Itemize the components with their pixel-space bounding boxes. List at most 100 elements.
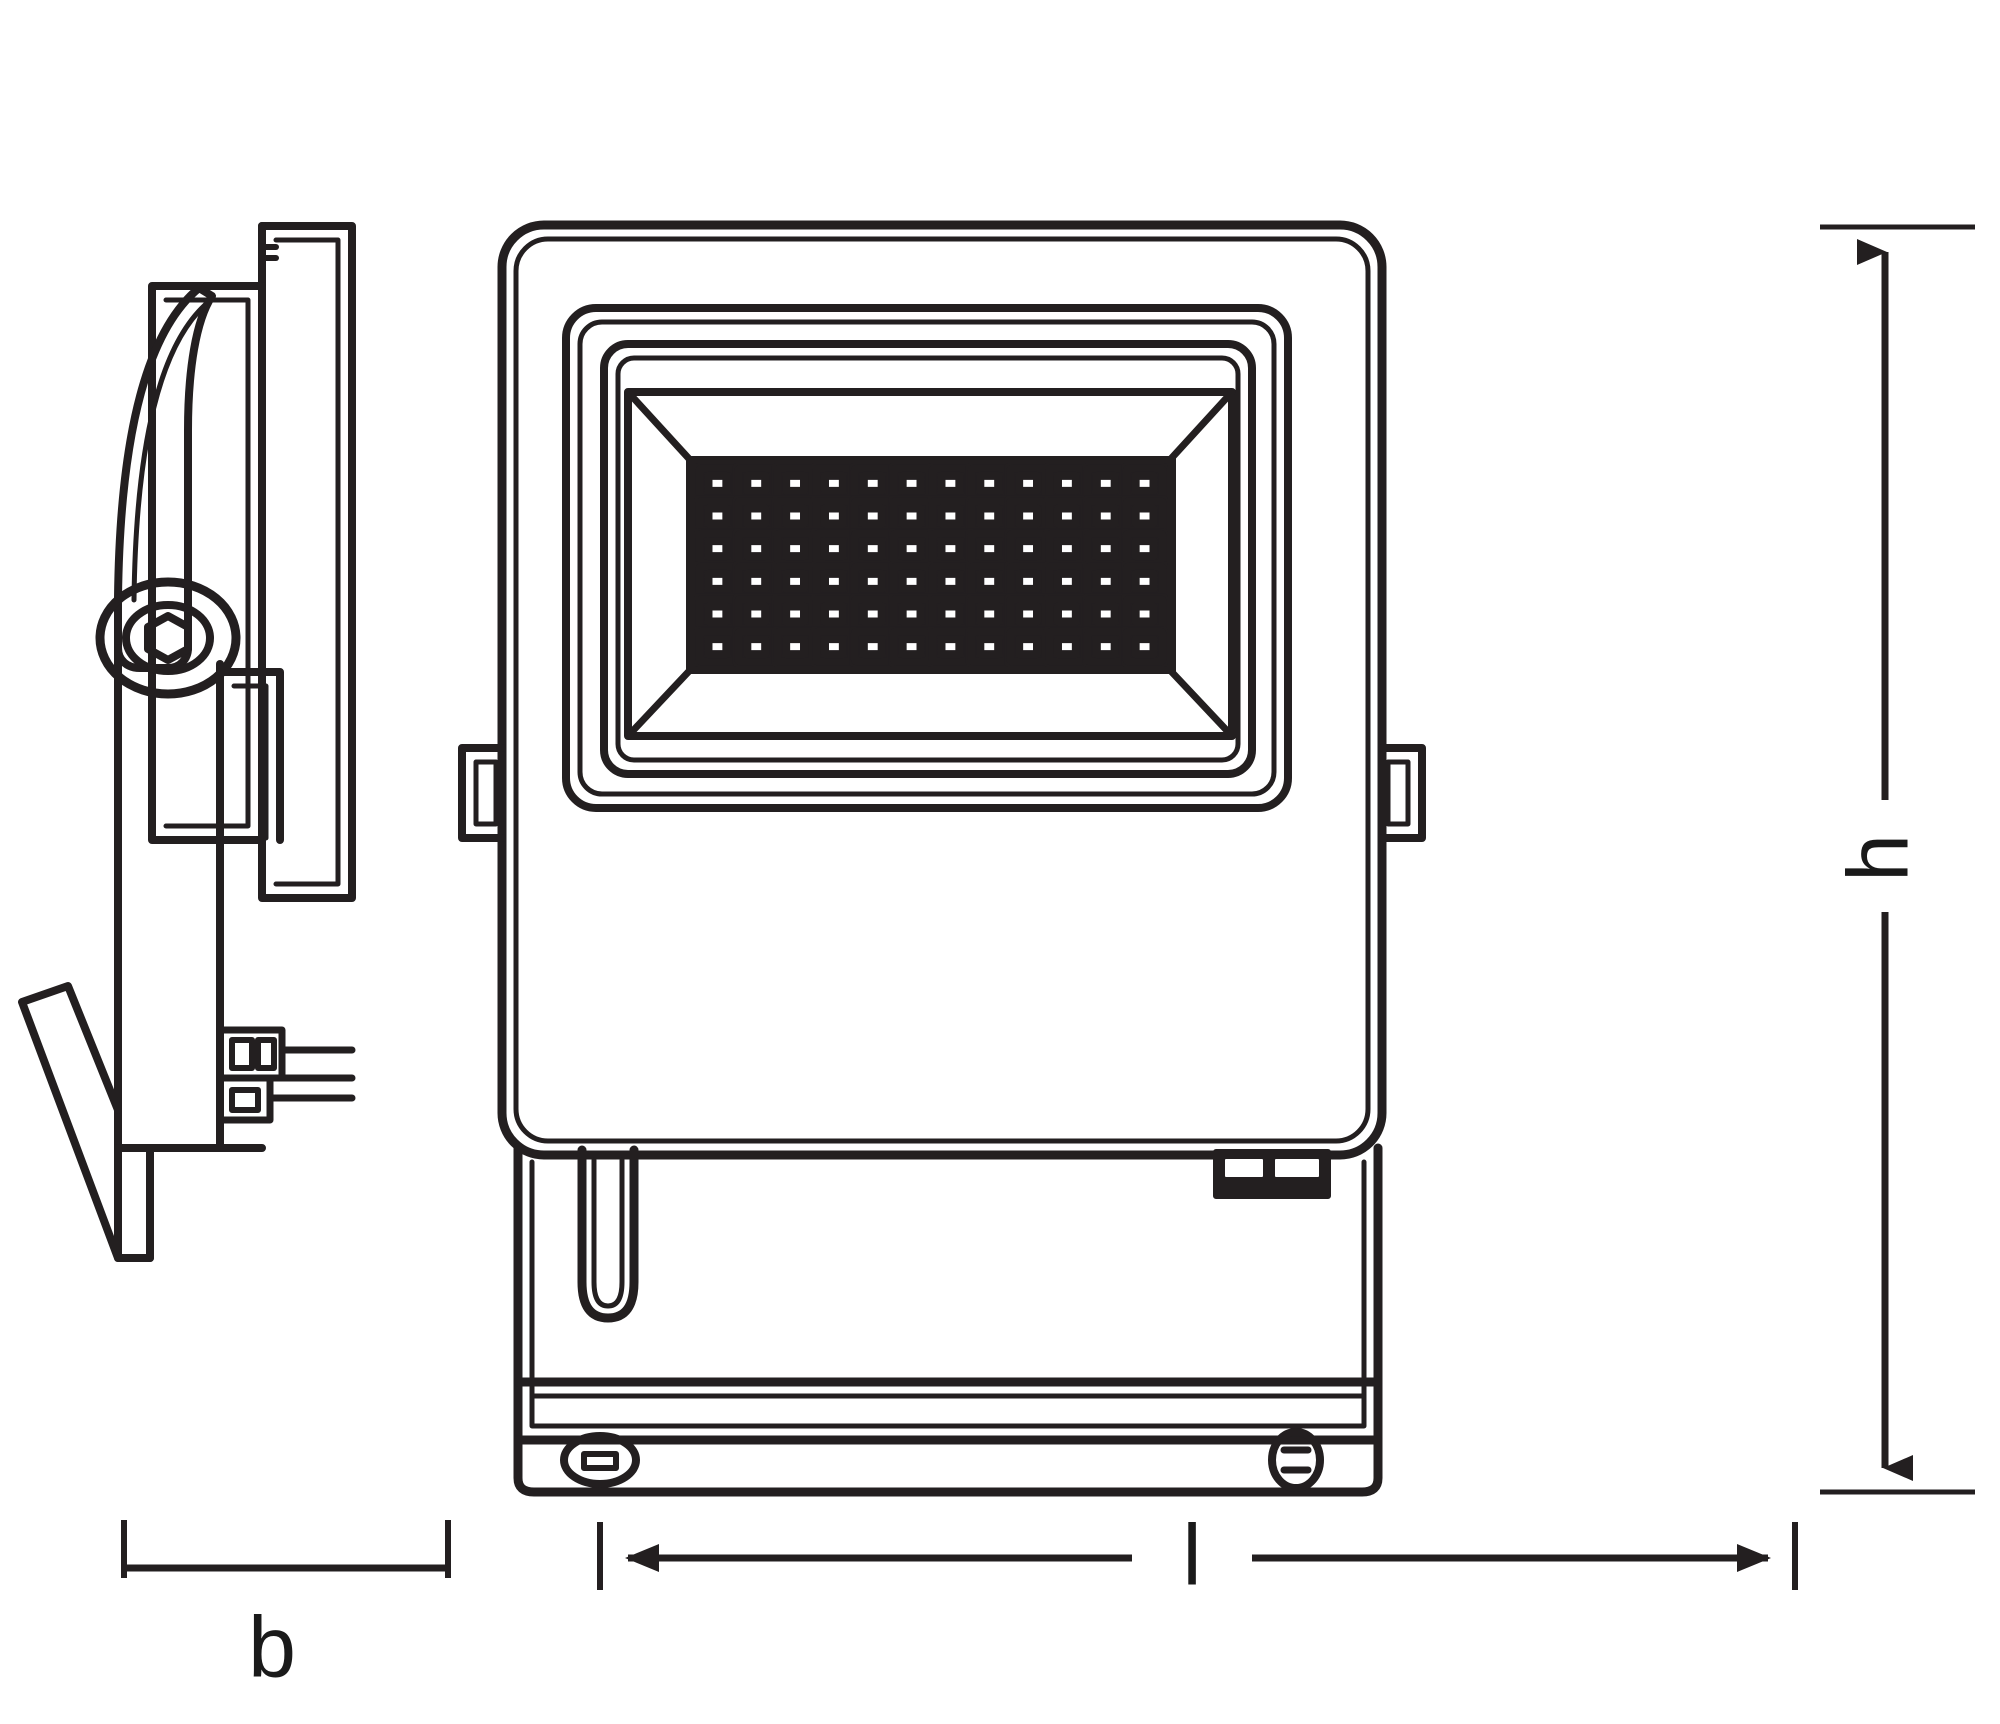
led-chip xyxy=(965,626,1013,668)
led-chip xyxy=(888,593,935,635)
led-chip xyxy=(849,593,897,635)
led-chip xyxy=(771,463,819,504)
front-mounting-bracket xyxy=(513,1143,1383,1497)
led-chip xyxy=(694,463,741,504)
led-chip xyxy=(965,561,1013,602)
led-chip xyxy=(810,528,858,570)
led-chip xyxy=(965,463,1013,504)
led-chip xyxy=(927,626,974,668)
led-chip xyxy=(1121,561,1169,602)
led-chip xyxy=(732,528,780,570)
led-chip xyxy=(927,528,974,570)
led-chip xyxy=(1043,593,1091,635)
dimension-label-b: b xyxy=(248,1600,296,1696)
led-chip xyxy=(1121,528,1169,570)
led-chip xyxy=(1082,528,1130,570)
led-chip-array xyxy=(694,463,1169,668)
led-chip xyxy=(1004,593,1052,635)
led-chip xyxy=(849,463,897,504)
led-chip xyxy=(927,593,974,635)
led-chip xyxy=(888,626,935,668)
led-chip xyxy=(888,561,935,602)
front-bezel-inner xyxy=(600,340,1256,778)
led-chip xyxy=(694,593,741,635)
dimension-h xyxy=(1820,224,1975,1495)
led-chip xyxy=(1082,561,1130,602)
led-chip xyxy=(771,626,819,668)
dimension-label-l: l xyxy=(1182,1508,1201,1604)
led-chip xyxy=(1004,495,1052,537)
led-chip xyxy=(1121,495,1169,537)
led-chip xyxy=(771,561,819,602)
base-fixing-hole-right xyxy=(1268,1428,1324,1492)
led-chip xyxy=(694,528,741,570)
led-chip xyxy=(694,626,741,668)
led-chip xyxy=(810,561,858,602)
led-chip xyxy=(927,561,974,602)
led-chip xyxy=(965,528,1013,570)
led-chip xyxy=(732,561,780,602)
led-chip xyxy=(1004,561,1052,602)
led-chip xyxy=(810,463,858,504)
front-left-lug xyxy=(458,744,506,842)
dimension-label-h: h xyxy=(1831,834,1927,882)
led-chip xyxy=(1004,626,1052,668)
led-chip xyxy=(1043,528,1091,570)
led-chip xyxy=(1082,593,1130,635)
led-chip xyxy=(1082,626,1130,668)
led-chip xyxy=(1043,495,1091,537)
base-fixing-hole-left xyxy=(560,1432,640,1488)
front-housing-outline xyxy=(497,220,1387,1160)
led-chip xyxy=(1121,626,1169,668)
led-chip xyxy=(732,626,780,668)
bracket-slot xyxy=(577,1145,639,1323)
bracket-hinge-detail xyxy=(1213,1149,1331,1199)
led-chip xyxy=(810,593,858,635)
dimension-b xyxy=(121,1520,451,1578)
led-chip xyxy=(1043,561,1091,602)
led-chip xyxy=(888,463,935,504)
led-chip xyxy=(732,495,780,537)
led-chip xyxy=(1004,528,1052,570)
led-chip xyxy=(1082,463,1130,504)
led-chip xyxy=(810,626,858,668)
front-view xyxy=(458,220,1426,1497)
led-chip xyxy=(771,495,819,537)
led-chip xyxy=(965,495,1013,537)
led-chip xyxy=(1043,626,1091,668)
led-chip xyxy=(694,561,741,602)
led-chip xyxy=(1004,463,1052,504)
side-housing-body xyxy=(148,282,266,844)
led-chip xyxy=(694,495,741,537)
led-chip xyxy=(965,593,1013,635)
dimension-l xyxy=(597,1522,1798,1590)
side-base-continuation xyxy=(146,1144,224,1152)
led-chip xyxy=(849,561,897,602)
front-bezel-outer xyxy=(562,304,1292,812)
front-reflector-chamfer xyxy=(624,388,1236,740)
led-chip xyxy=(732,463,780,504)
side-rear-plate xyxy=(258,222,356,902)
led-chip xyxy=(732,593,780,635)
led-chip xyxy=(1043,463,1091,504)
led-chip xyxy=(849,495,897,537)
side-bracket-foot xyxy=(18,982,154,1262)
led-chip xyxy=(771,593,819,635)
side-view xyxy=(18,222,356,1262)
led-chip xyxy=(888,528,935,570)
led-chip xyxy=(927,495,974,537)
front-right-lug xyxy=(1378,744,1426,842)
side-lower-body xyxy=(114,644,266,1152)
side-pivot-screw xyxy=(95,577,241,699)
led-chip xyxy=(1121,463,1169,504)
led-chip xyxy=(1121,593,1169,635)
side-bracket-arm xyxy=(114,284,216,672)
led-chip xyxy=(888,495,935,537)
led-chip xyxy=(771,528,819,570)
side-terminal-block xyxy=(216,1026,356,1124)
led-chip xyxy=(849,626,897,668)
led-chip xyxy=(1082,495,1130,537)
led-chip xyxy=(849,528,897,570)
